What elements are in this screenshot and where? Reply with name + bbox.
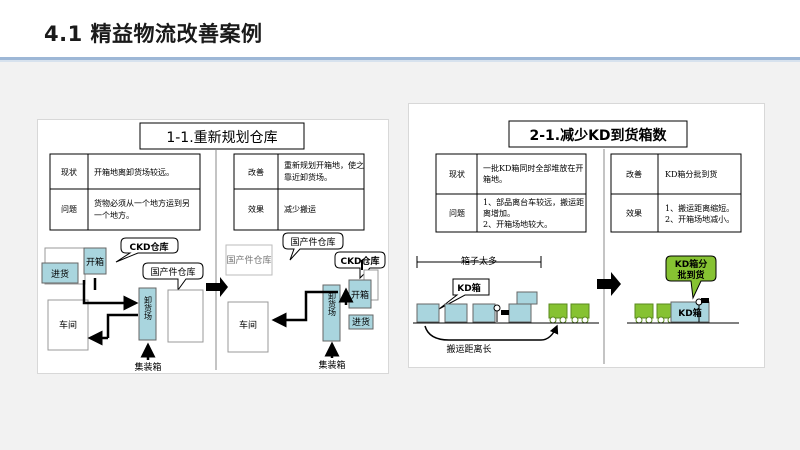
after-table: 改善 重新规划开箱地，使之 靠近卸货场。 效果 减少搬运 [233, 153, 365, 231]
table-text: 一个地方。 [94, 210, 134, 220]
table-text: 货物必须从一个地方运到另 [94, 198, 190, 208]
table-text: 减少搬运 [284, 204, 316, 214]
batch-callout: KD箱分 [675, 258, 707, 270]
page-title: 4.1 精益物流改善案例 [44, 22, 263, 46]
case-heading: 2-1.减少KD到货箱数 [529, 127, 667, 144]
ckd-callout-after: CKD仓库 [340, 255, 379, 267]
table-label: 现状 [449, 169, 465, 179]
container-label: 集装箱 [134, 361, 161, 373]
inbound-label: 进货 [51, 268, 69, 280]
before-table: 现状 开箱地离卸货场较远。 问题 货物必须从一个地方运到另 一个地方。 [49, 153, 201, 231]
after-table: 改善 KD箱分批到货 效果 1、搬运距离缩短。 2、开箱场地减小。 [610, 153, 742, 233]
warehouse-case-diagram: 1-1.重新规划仓库 现状 开箱地离卸货场较远。 问题 货物必须从一个地方运到另… [41, 122, 386, 373]
table-text: KD箱分批到货 [665, 169, 717, 179]
domestic-callout-after: 国产件仓库 [290, 236, 335, 248]
kd-box-label-after: KD箱 [678, 307, 701, 319]
unpack-label-after: 开箱 [351, 289, 369, 301]
ckd-callout: CKD仓库 [129, 241, 168, 253]
title-divider-shadow [0, 60, 800, 62]
domestic-faded-label: 国产件仓库 [226, 254, 271, 266]
heading-box [508, 120, 688, 148]
unload-yard-label: 卸货场 [144, 295, 153, 321]
domestic-callout: 国产件仓库 [150, 266, 195, 278]
after-kd-layout: KD箱分 批到货 KD箱 [627, 255, 739, 324]
kd-case-diagram: 2-1.减少KD到货箱数 现状 一批KD箱同时全部堆放在开 箱地。 问题 1、部… [413, 120, 742, 364]
table-label: 问题 [61, 205, 77, 214]
table-text: 1、搬运距离缩短。 [665, 203, 734, 213]
table-label: 问题 [449, 209, 465, 218]
case-panel-kd-boxes: 2-1.减少KD到货箱数 现状 一批KD箱同时全部堆放在开 箱地。 问题 1、部… [408, 103, 765, 368]
table-label: 效果 [626, 208, 642, 218]
table-label: 改善 [248, 167, 264, 177]
kd-box-label: KD箱 [457, 282, 480, 294]
table-text: 2、开箱场地较大。 [483, 219, 552, 229]
workshop-label-after: 车间 [239, 319, 257, 331]
distance-label: 搬运距离长 [446, 343, 491, 355]
transition-arrow [206, 277, 228, 297]
title-divider [0, 57, 800, 60]
table-text: 离增加。 [483, 208, 515, 218]
table-text: 箱地。 [483, 174, 507, 184]
too-many-label: 箱子太多 [461, 255, 497, 267]
case-heading: 1-1.重新规划仓库 [166, 130, 277, 146]
container-label-after: 集装箱 [318, 359, 345, 371]
transition-arrow [597, 272, 621, 296]
before-kd-layout: 箱子太多 KD箱 搬运距离长 [413, 255, 599, 355]
after-layout: 国产件仓库 国产件仓库 CKD仓库 开箱 卸货场 进货 车间 集装箱 [225, 232, 386, 371]
table-text: 1、部品离台车较远，搬运距 [483, 197, 584, 207]
table-text: 开箱地离卸货场较远。 [94, 167, 174, 177]
batch-callout: 批到货 [677, 269, 704, 281]
table-label: 现状 [61, 167, 77, 177]
table-label: 效果 [248, 204, 264, 214]
table-text: 2、开箱场地减小。 [665, 214, 734, 224]
before-table: 现状 一批KD箱同时全部堆放在开 箱地。 问题 1、部品离台车较远，搬运距 离增… [435, 153, 587, 233]
table-label: 改善 [626, 169, 642, 179]
before-layout: 进货 开箱 CKD仓库 国产件仓库 卸货场 车间 集装箱 [41, 237, 204, 373]
table-text: 重新规划开箱地，使之 [284, 160, 364, 170]
case-panel-warehouse: 1-1.重新规划仓库 现状 开箱地离卸货场较远。 问题 货物必须从一个地方运到另… [37, 119, 389, 374]
unpack-label: 开箱 [86, 256, 104, 268]
inbound-label-after: 进货 [352, 316, 370, 328]
workshop-label: 车间 [59, 319, 77, 331]
unload-yard-label-after: 卸货场 [328, 291, 337, 317]
table-text: 靠近卸货场。 [284, 172, 332, 182]
heading-box [139, 122, 305, 150]
header-bar [0, 0, 800, 62]
table-text: 一批KD箱同时全部堆放在开 [483, 163, 583, 173]
